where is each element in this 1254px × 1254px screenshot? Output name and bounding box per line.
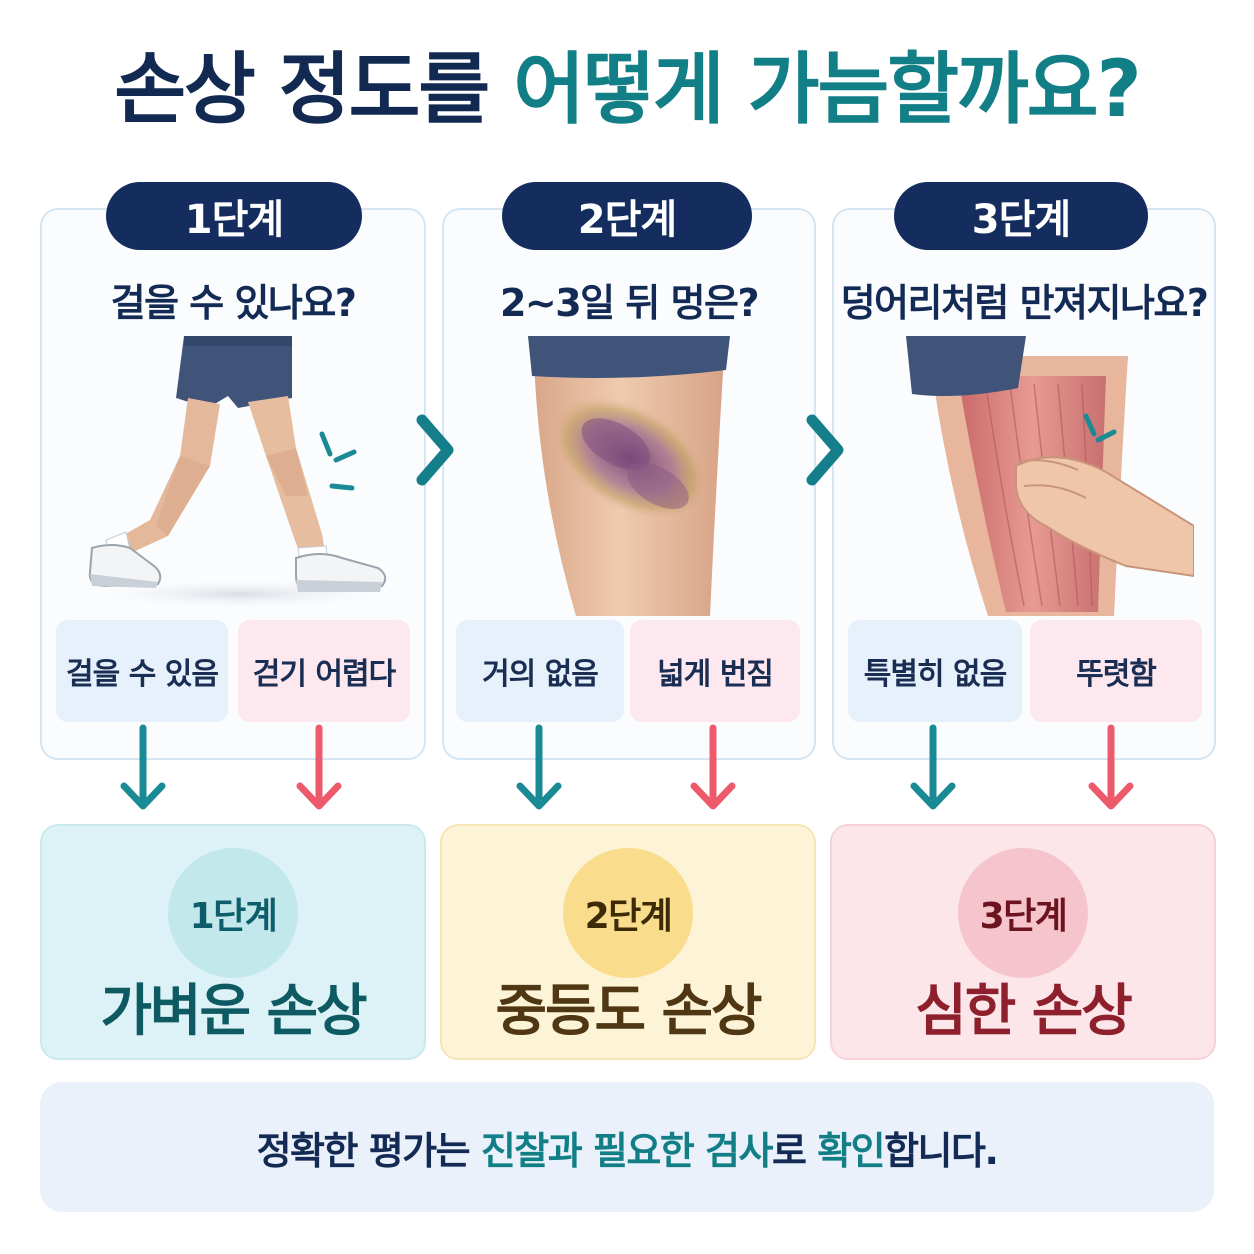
footer-part-4: 확인 <box>817 1128 885 1173</box>
palpating-muscle-icon <box>906 336 1194 616</box>
title-part-1: 손상 정도를 <box>114 45 490 135</box>
result-moderate-label: 중등도 손상 <box>495 979 762 1044</box>
result-mild-badge: 1단계 <box>168 848 298 978</box>
footer-part-3: 로 <box>771 1128 807 1173</box>
stage-2-question: 2~3일 뒤 멍은? <box>499 281 760 325</box>
arrow-down-icon <box>688 724 738 814</box>
arrow-down-icon <box>118 724 168 814</box>
result-mild-card: 1단계 가벼운 손상 <box>40 824 426 1060</box>
chevron-right-icon <box>802 412 848 488</box>
stage-1-question: 걸을 수 있나요? <box>110 281 357 325</box>
footer-part-5: 합니다. <box>884 1128 999 1173</box>
page-title: 손상 정도를 어떻게 가늠할까요? <box>0 45 1254 135</box>
result-moderate-card: 2단계 중등도 손상 <box>440 824 816 1060</box>
footer-part-1: 정확한 평가는 <box>256 1128 471 1173</box>
result-severe-card: 3단계 심한 손상 <box>830 824 1216 1060</box>
arrow-down-icon <box>1086 724 1136 814</box>
arrow-down-icon <box>294 724 344 814</box>
stage-1-option-yes: 걸을 수 있음 <box>56 620 228 722</box>
result-severe-label: 심한 손상 <box>915 979 1133 1044</box>
palpating-thigh-illustration <box>906 336 1194 616</box>
stage-2-option-yes: 거의 없음 <box>456 620 624 722</box>
stage-2-option-no: 넓게 번짐 <box>630 620 800 722</box>
walking-legs-icon <box>75 336 405 610</box>
arrow-down-icon <box>514 724 564 814</box>
bruised-thigh-illustration <box>520 336 740 616</box>
stage-3-pill: 3단계 <box>894 182 1148 250</box>
arrow-down-icon <box>908 724 958 814</box>
stage-3-question: 덩어리처럼 만져지나요? <box>840 281 1209 325</box>
stage-1-pill: 1단계 <box>106 182 362 250</box>
chevron-right-icon <box>412 412 458 488</box>
bruised-thigh-icon <box>528 336 730 616</box>
walking-legs-illustration <box>60 336 406 616</box>
footer-part-2: 진찰과 필요한 검사 <box>480 1128 774 1173</box>
result-mild-label: 가벼운 손상 <box>100 979 367 1044</box>
result-severe-badge: 3단계 <box>958 848 1088 978</box>
stage-3-option-no: 뚜렷함 <box>1030 620 1202 722</box>
stage-2-pill: 2단계 <box>502 182 752 250</box>
result-moderate-badge: 2단계 <box>563 848 693 978</box>
title-part-2: 어떻게 가늠할까요? <box>513 45 1141 135</box>
stage-1-option-no: 걷기 어렵다 <box>238 620 410 722</box>
stage-3-option-yes: 특별히 없음 <box>848 620 1022 722</box>
